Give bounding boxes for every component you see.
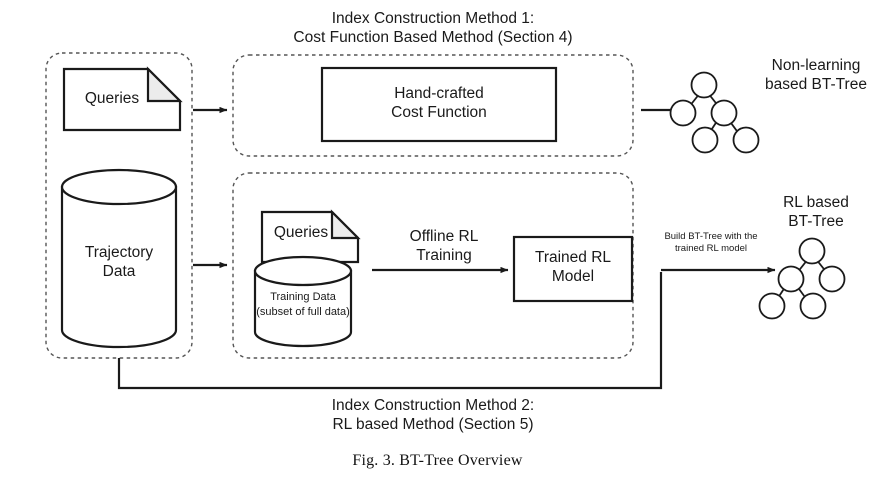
queries-label-method2: Queries — [273, 224, 329, 241]
bt-tree-rl-icon — [758, 237, 846, 320]
trajectory-data-cylinder — [60, 168, 178, 349]
feedback-connector-path — [117, 272, 663, 390]
hand-crafted-cost-function-box — [320, 66, 558, 143]
trained-rl-model-label: Trained RL Model — [534, 249, 612, 285]
queries-label-top: Queries — [84, 90, 140, 107]
method2-title: Index Construction Method 2: RL based Me… — [331, 397, 535, 433]
training-data-sublabel: (subset of full data) — [256, 306, 350, 318]
method1-title: Index Construction Method 1: Cost Functi… — [293, 10, 573, 46]
queries-document-top — [62, 66, 183, 132]
offline-rl-training-label: Offline RL Training — [409, 228, 479, 264]
hand-crafted-cost-function-label: Hand-crafted Cost Function — [391, 85, 487, 121]
rl-bt-tree-label: RL based BT-Tree — [783, 194, 849, 230]
bt-tree-nonlearning-icon — [669, 71, 760, 154]
trained-rl-model-box — [512, 235, 634, 303]
training-data-label: Training Data — [270, 291, 336, 303]
inputs-dashed-container — [45, 52, 193, 359]
nonlearning-bt-tree-label: Non-learning based BT-Tree — [765, 57, 867, 93]
training-data-cylinder — [253, 255, 353, 348]
trajectory-data-label: Trajectory Data — [84, 244, 154, 280]
queries-document-method2 — [260, 209, 361, 264]
build-bt-tree-label: Build BT-Tree with the trained RL model — [664, 231, 758, 254]
figure-caption: Fig. 3. BT-Tree Overview — [352, 452, 523, 469]
method1-dashed-container — [232, 54, 634, 157]
